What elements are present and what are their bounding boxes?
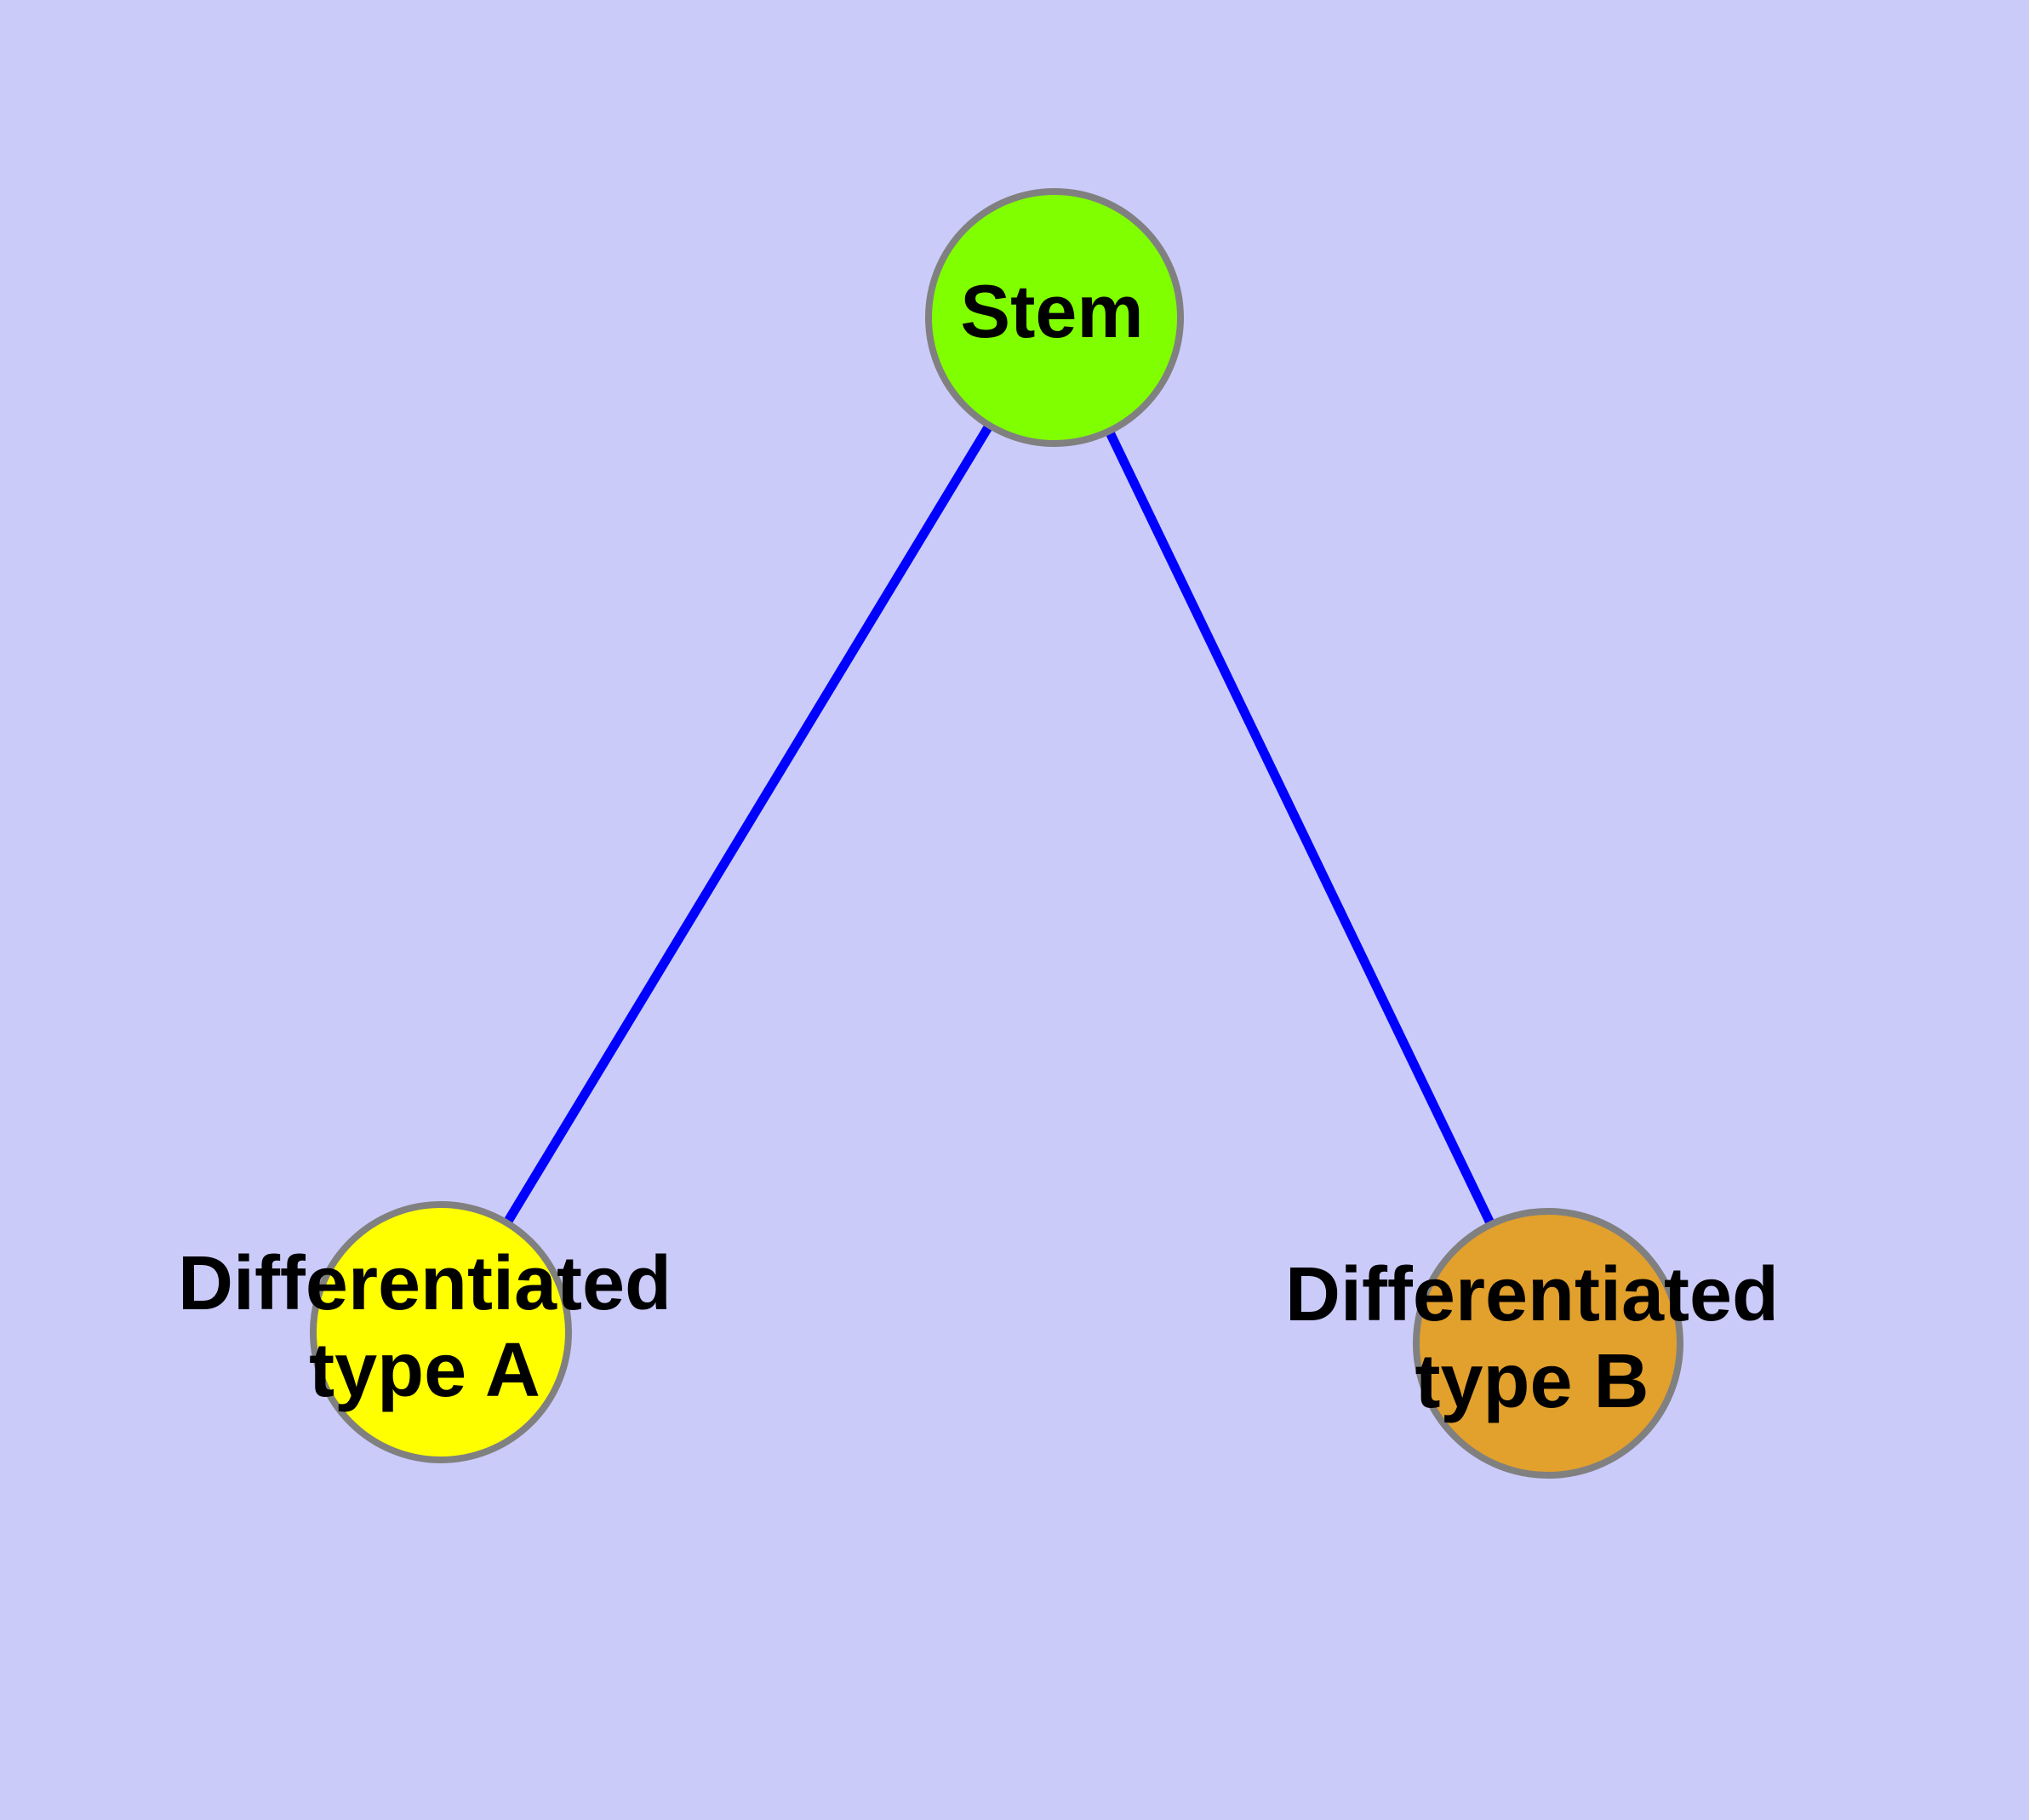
node-differentiated-type-b-circle[interactable] <box>1413 1208 1683 1479</box>
node-differentiated-type-a-circle[interactable] <box>310 1201 572 1463</box>
edges-layer <box>437 315 1552 1346</box>
edge-stem-to-differentiated-type-b[interactable] <box>1050 315 1552 1346</box>
node-stem-label: Stem <box>960 269 1143 353</box>
edge-stem-to-differentiated-type-a[interactable] <box>437 315 1059 1335</box>
node-stem[interactable]: Stem <box>925 188 1184 447</box>
node-stem-circle[interactable] <box>925 188 1184 447</box>
